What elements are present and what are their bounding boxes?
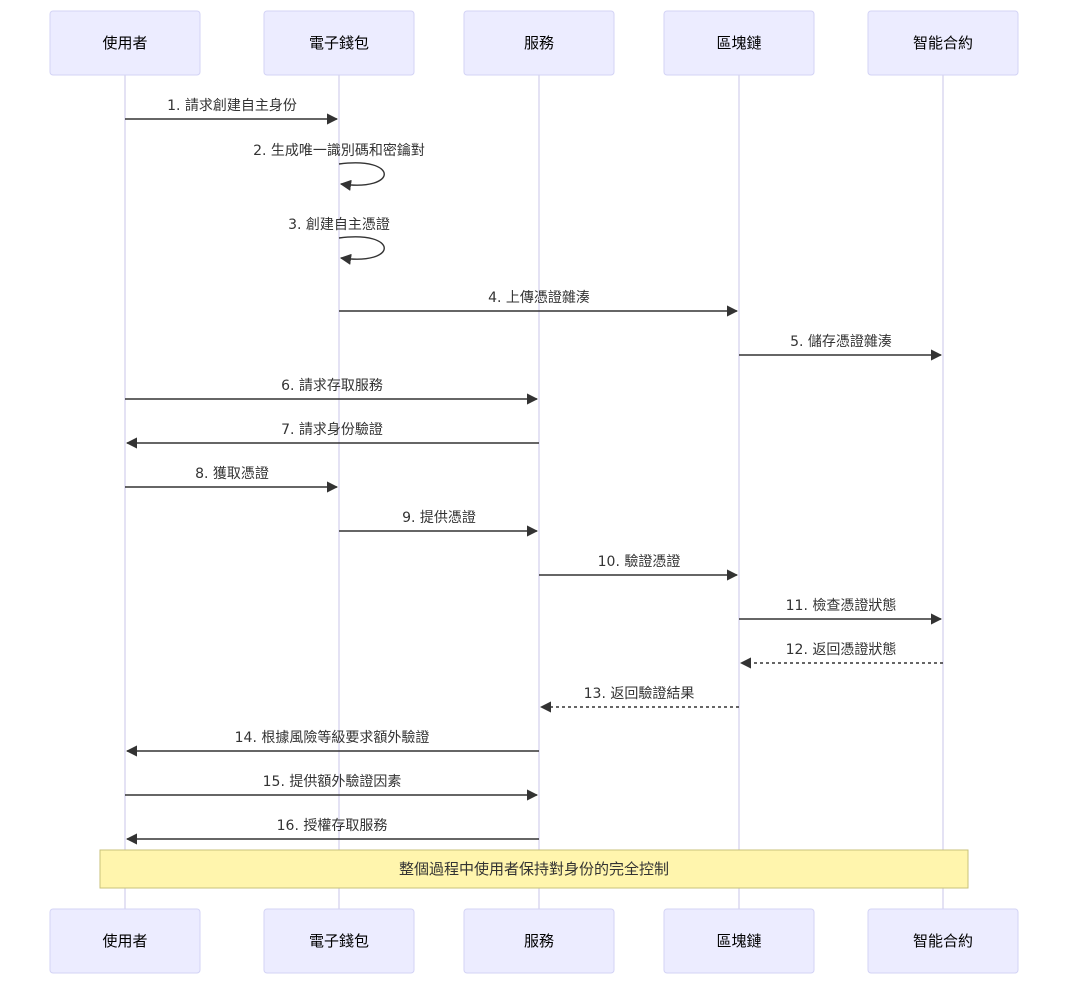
message: 6. 請求存取服務 [125,378,539,405]
actor-box [663,908,815,974]
message-label: 5. 儲存憑證雜湊 [790,333,892,350]
actor-label: 電子錢包 [309,34,369,52]
actor-label: 使用者 [102,932,147,950]
actor-box [263,10,415,76]
message: 13. 返回驗證結果 [539,685,739,713]
message-label: 9. 提供憑證 [402,509,476,526]
message: 10. 驗證憑證 [539,553,739,581]
message-label: 6. 請求存取服務 [281,378,383,394]
actor-box [463,908,615,974]
note-layer: 整個過程中使用者保持對身份的完全控制 [99,849,969,889]
messages: 1. 請求創建自主身份 2. 生成唯一識別碼和密鑰對 3. 創建自主憑證 4. 上傳憑… [125,98,943,845]
message: 14. 根據風險等級要求額外驗證 [125,729,539,757]
message: 2. 生成唯一識別碼和密鑰對 [253,142,425,191]
actor-bottom: 電子錢包 [263,908,415,974]
actor-box [263,908,415,974]
message-label: 13. 返回驗證結果 [584,685,695,702]
message-label: 2. 生成唯一識別碼和密鑰對 [253,142,425,159]
note-text: 整個過程中使用者保持對身份的完全控制 [399,860,669,878]
actor-top: 區塊鏈 [663,10,815,76]
message: 16. 授權存取服務 [125,818,539,845]
message: 7. 請求身份驗證 [125,421,539,449]
actor-label: 智能合約 [913,34,973,52]
actor-box [49,10,201,76]
message: 4. 上傳憑證雜湊 [339,289,739,317]
actor-label: 智能合約 [913,932,973,950]
actor-top: 使用者 [49,10,201,76]
actor-label: 使用者 [102,34,147,52]
message: 5. 儲存憑證雜湊 [739,333,943,361]
message: 15. 提供額外驗證因素 [125,773,539,801]
actor-top: 智能合約 [867,10,1019,76]
message-label: 8. 獲取憑證 [195,465,269,482]
actor-top: 電子錢包 [263,10,415,76]
actor-bottom: 服務 [463,908,615,974]
message-label: 4. 上傳憑證雜湊 [488,289,590,306]
message-label: 12. 返回憑證狀態 [786,641,897,658]
actor-label: 服務 [524,34,554,52]
message-label: 15. 提供額外驗證因素 [263,773,402,790]
self-message-arrow [338,236,385,265]
message: 3. 創建自主憑證 [288,216,390,265]
actor-top: 服務 [463,10,615,76]
actor-box [463,10,615,76]
actor-box [663,10,815,76]
note-box [99,849,969,889]
self-message-arrow [338,162,385,191]
message-label: 3. 創建自主憑證 [288,216,390,233]
actor-bottom: 使用者 [49,908,201,974]
message: 11. 檢查憑證狀態 [739,597,943,625]
message-label: 11. 檢查憑證狀態 [786,597,897,614]
message-label: 1. 請求創建自主身份 [167,98,297,114]
actor-label: 服務 [524,932,554,950]
actor-box [867,10,1019,76]
actor-label: 區塊鏈 [716,34,761,52]
actors-bottom: 使用者 電子錢包 服務 區塊鏈 智能合約 [49,908,1019,974]
actor-label: 區塊鏈 [716,932,761,950]
actor-label: 電子錢包 [309,932,369,950]
message: 9. 提供憑證 [339,509,539,537]
message: 8. 獲取憑證 [125,465,339,493]
actor-box [867,908,1019,974]
message-label: 7. 請求身份驗證 [281,421,383,438]
message: 1. 請求創建自主身份 [125,98,339,125]
actor-bottom: 區塊鏈 [663,908,815,974]
actor-box [49,908,201,974]
message: 12. 返回憑證狀態 [739,641,943,669]
actor-bottom: 智能合約 [867,908,1019,974]
message-label: 10. 驗證憑證 [598,553,681,570]
lifelines [124,75,944,909]
message-label: 14. 根據風險等級要求額外驗證 [235,729,430,746]
actors-top: 使用者 電子錢包 服務 區塊鏈 智能合約 [49,10,1019,76]
message-label: 16. 授權存取服務 [277,818,388,834]
